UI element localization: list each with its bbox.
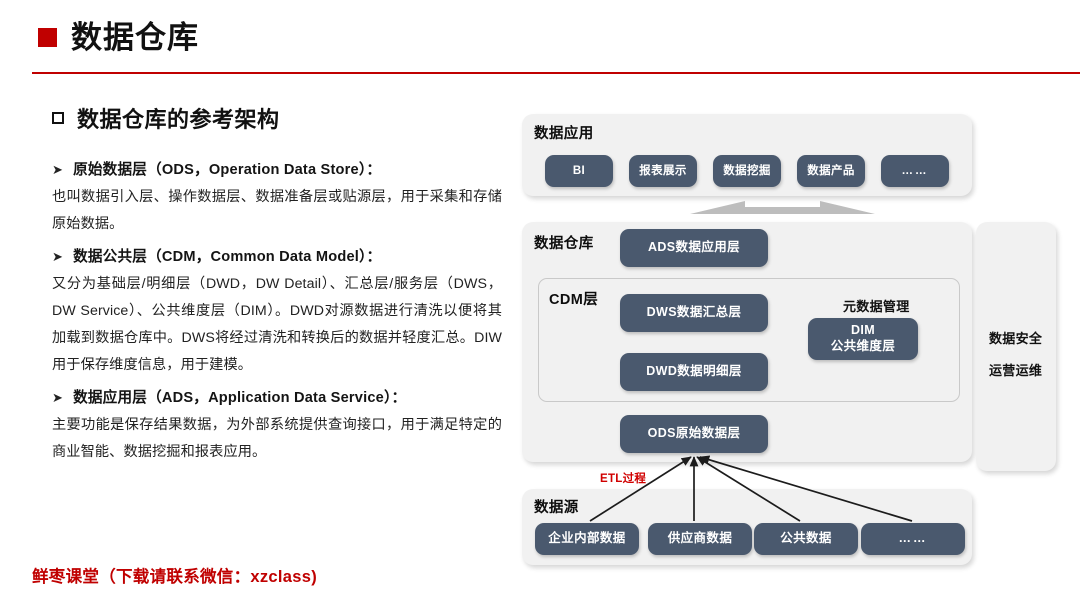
- body-content: ➤ 原始数据层（ODS，Operation Data Store）： 也叫数据引…: [52, 158, 502, 472]
- subpanel-cdm-layer-label: CDM层: [549, 292, 599, 308]
- etl-process-label: ETL过程: [600, 473, 647, 485]
- source-chip-public[interactable]: 公共数据: [754, 523, 858, 555]
- panel-governance: [976, 222, 1056, 471]
- page-title: 数据仓库: [38, 22, 199, 53]
- arrow-bullet-icon: ➤: [52, 389, 64, 405]
- chip-ads-layer[interactable]: ADS数据应用层: [620, 229, 768, 267]
- section-subtitle-text: 数据仓库的参考架构: [77, 107, 280, 132]
- section-ods-body: 也叫数据引入层、操作数据层、数据准备层或贴源层，用于采集和存储原始数据。: [52, 189, 502, 233]
- chip-dim-line1: DIM: [850, 323, 876, 338]
- metadata-management-label: 元数据管理: [843, 299, 910, 314]
- hollow-square-bullet-icon: [52, 112, 64, 124]
- section-ads: ➤ 数据应用层（ADS，Application Data Service）： 主…: [52, 386, 502, 467]
- section-ods-heading-text: 原始数据层（ODS，Operation Data Store）：: [73, 162, 382, 178]
- section-cdm-heading: ➤ 数据公共层（CDM，Common Data Model）：: [52, 245, 502, 266]
- source-chip-internal[interactable]: 企业内部数据: [535, 523, 639, 555]
- chip-ods-layer[interactable]: ODS原始数据层: [620, 415, 768, 453]
- app-chip-report[interactable]: 报表展示: [629, 155, 697, 187]
- section-cdm-heading-text: 数据公共层（CDM，Common Data Model）：: [73, 248, 382, 265]
- app-chip-product[interactable]: 数据产品: [797, 155, 865, 187]
- section-ads-body: 主要功能是保存结果数据，为外部系统提供查询接口，用于满足特定的商业智能、数据挖掘…: [52, 416, 502, 460]
- chip-dim-layer[interactable]: DIM 公共维度层: [808, 318, 918, 360]
- panel-data-warehouse-label: 数据仓库: [534, 236, 594, 252]
- section-ods-heading: ➤ 原始数据层（ODS，Operation Data Store）：: [52, 158, 502, 179]
- section-cdm: ➤ 数据公共层（CDM，Common Data Model）： 又分为基础层/明…: [52, 245, 502, 380]
- section-ads-heading: ➤ 数据应用层（ADS，Application Data Service）：: [52, 386, 502, 407]
- section-subtitle: 数据仓库的参考架构: [52, 102, 280, 134]
- app-chip-more[interactable]: ……: [881, 155, 949, 187]
- footer-credit: 鲜枣课堂（下载请联系微信：xzclass): [32, 568, 318, 586]
- app-chip-bi[interactable]: BI: [545, 155, 613, 187]
- section-ads-heading-text: 数据应用层（ADS，Application Data Service）：: [73, 389, 407, 406]
- page-title-text: 数据仓库: [71, 20, 199, 55]
- chip-dim-line2: 公共维度层: [830, 339, 896, 353]
- panel-data-sources-label: 数据源: [534, 500, 579, 516]
- governance-security-label: 数据安全: [989, 331, 1043, 346]
- panel-data-application-label: 数据应用: [534, 126, 594, 142]
- app-chip-mining[interactable]: 数据挖掘: [713, 155, 781, 187]
- chip-dws-layer[interactable]: DWS数据汇总层: [620, 294, 768, 332]
- title-bullet-square-icon: [38, 28, 57, 47]
- title-divider: [32, 72, 1080, 74]
- arrow-bullet-icon: ➤: [52, 162, 64, 177]
- source-chip-more[interactable]: ……: [861, 523, 965, 555]
- chip-dwd-layer[interactable]: DWD数据明细层: [620, 353, 768, 391]
- section-cdm-body: 又分为基础层/明细层（DWD，DW Detail）、汇总层/服务层（DWS，DW…: [52, 275, 502, 374]
- flow-arrow-up-icon: [690, 201, 875, 214]
- section-ods: ➤ 原始数据层（ODS，Operation Data Store）： 也叫数据引…: [52, 158, 502, 239]
- arrow-bullet-icon: ➤: [52, 248, 64, 264]
- governance-operations-label: 运营运维: [989, 363, 1043, 378]
- source-chip-supplier[interactable]: 供应商数据: [648, 523, 752, 555]
